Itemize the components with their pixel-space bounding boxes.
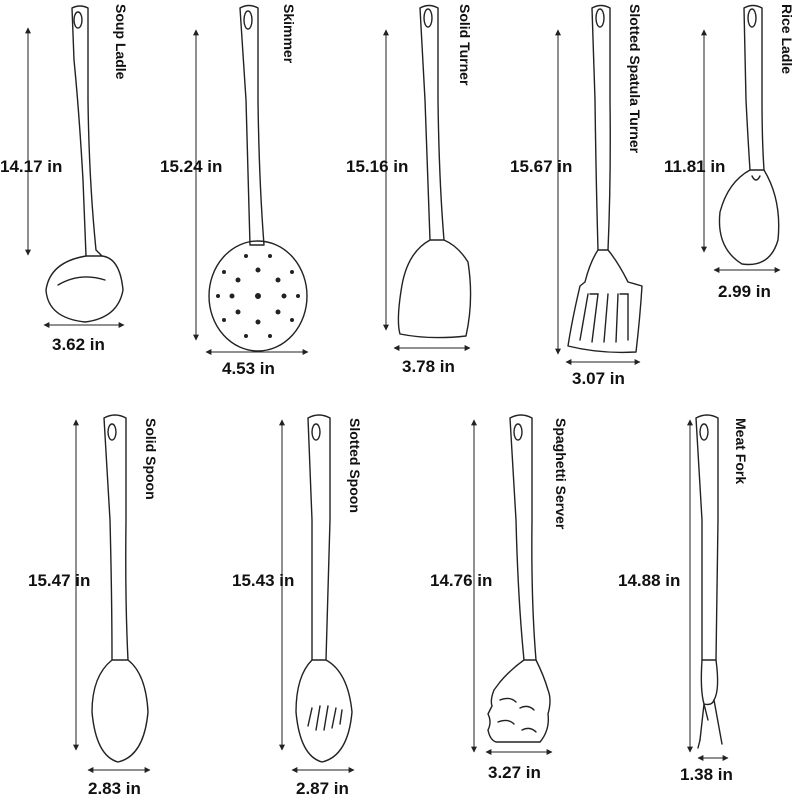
soup-ladle-icon	[45, 5, 124, 323]
solid-spoon-name-label: Solid Spoon	[143, 418, 159, 500]
utensil-slotted-spatula-turner: 15.67 in 3.07 in Slotted Spatula Turner	[510, 4, 643, 388]
spaghetti-server-length-label: 14.76 in	[430, 571, 492, 590]
utensil-spaghetti-server: 14.76 in 3.27 in Spaghetti Server	[430, 414, 569, 782]
slotted-spoon-width-label: 2.87 in	[296, 779, 349, 798]
solid-turner-icon	[397, 4, 472, 339]
meat-fork-length-label: 14.88 in	[618, 571, 680, 590]
skimmer-width-label: 4.53 in	[222, 359, 275, 378]
rice-ladle-icon	[718, 4, 780, 266]
utensil-soup-ladle: 14.17 in 3.62 in Soup Ladle	[0, 4, 129, 354]
soup-ladle-width-label: 3.62 in	[52, 335, 105, 354]
solid-turner-length-label: 15.16 in	[346, 157, 408, 176]
meat-fork-icon	[695, 414, 723, 749]
soup-ladle-name-label: Soup Ladle	[113, 4, 129, 80]
rice-ladle-width-label: 2.99 in	[718, 282, 771, 301]
rice-ladle-name-label: Rice Ladle	[779, 4, 795, 74]
slotted-spatula-turner-name-label: Slotted Spatula Turner	[627, 4, 643, 154]
meat-fork-name-label: Meat Fork	[733, 418, 749, 484]
spaghetti-server-width-label: 3.27 in	[488, 763, 541, 782]
solid-turner-name-label: Solid Turner	[457, 4, 473, 86]
utensil-skimmer: 15.24 in 4.53 in Skimmer	[160, 4, 309, 378]
utensil-slotted-spoon: 15.43 in 2.87 in Slotted Spoon	[232, 414, 363, 798]
soup-ladle-length-label: 14.17 in	[0, 157, 62, 176]
utensil-meat-fork: 14.88 in 1.38 in Meat Fork	[618, 414, 749, 784]
rice-ladle-length-label: 11.81 in	[664, 157, 725, 176]
spaghetti-server-icon	[487, 414, 551, 743]
slotted-spatula-turner-icon	[567, 4, 643, 354]
utensil-rice-ladle: 11.81 in 2.99 in Rice Ladle	[664, 4, 795, 301]
solid-spoon-icon	[91, 414, 149, 763]
slotted-spoon-icon	[295, 414, 353, 763]
slotted-spoon-length-label: 15.43 in	[232, 571, 294, 590]
skimmer-name-label: Skimmer	[281, 4, 297, 64]
solid-spoon-length-label: 15.47 in	[28, 571, 90, 590]
slotted-spoon-name-label: Slotted Spoon	[347, 418, 363, 513]
utensil-solid-turner: 15.16 in 3.78 in Solid Turner	[346, 4, 473, 376]
skimmer-length-label: 15.24 in	[160, 157, 222, 176]
meat-fork-width-label: 1.38 in	[680, 765, 733, 784]
slotted-spatula-turner-width-label: 3.07 in	[572, 369, 625, 388]
solid-turner-width-label: 3.78 in	[402, 357, 455, 376]
spaghetti-server-name-label: Spaghetti Server	[553, 418, 569, 530]
slotted-spatula-turner-length-label: 15.67 in	[510, 157, 572, 176]
solid-spoon-width-label: 2.83 in	[88, 779, 141, 798]
utensil-solid-spoon: 15.47 in 2.83 in Solid Spoon	[28, 414, 159, 798]
